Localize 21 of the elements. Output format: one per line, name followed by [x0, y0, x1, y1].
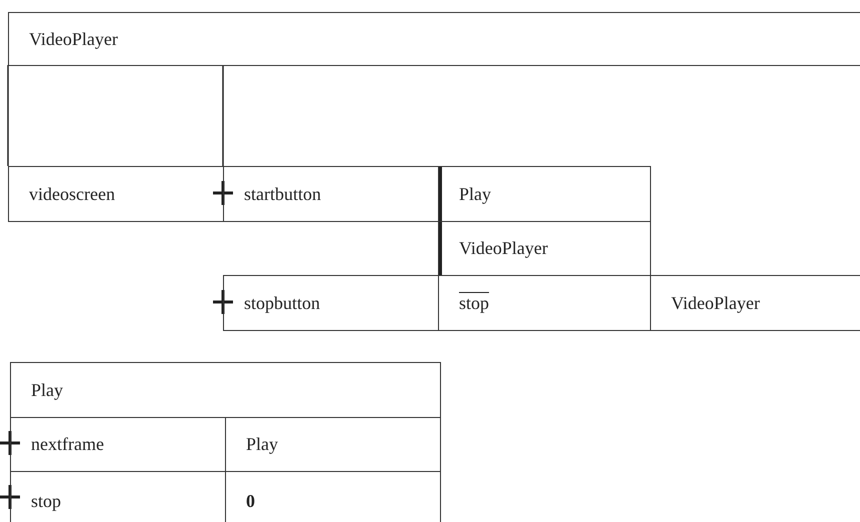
cell-text: VideoPlayer [29, 28, 118, 50]
cell-text: nextframe [31, 434, 104, 455]
cell-text: Play [246, 434, 278, 455]
table-cell [650, 275, 860, 331]
cell-text: VideoPlayer [459, 238, 548, 259]
cell-text: startbutton [244, 184, 321, 204]
table-cell [223, 275, 439, 331]
cell-text: Play [459, 184, 492, 204]
header-cell [10, 362, 441, 418]
cell-text: stop [459, 292, 490, 314]
table-cell [223, 166, 439, 222]
table-cell [438, 166, 651, 222]
table-cell [8, 166, 224, 222]
header-cell [8, 12, 860, 66]
cell-text: Play [31, 380, 64, 400]
cell-text: stopbutton [244, 292, 320, 314]
cell-text: VideoPlayer [671, 292, 760, 314]
cell-text: stop [31, 490, 62, 512]
cell-text: 0 [246, 490, 255, 512]
cell-text: videoscreen [29, 184, 115, 204]
table-cell [438, 221, 651, 276]
